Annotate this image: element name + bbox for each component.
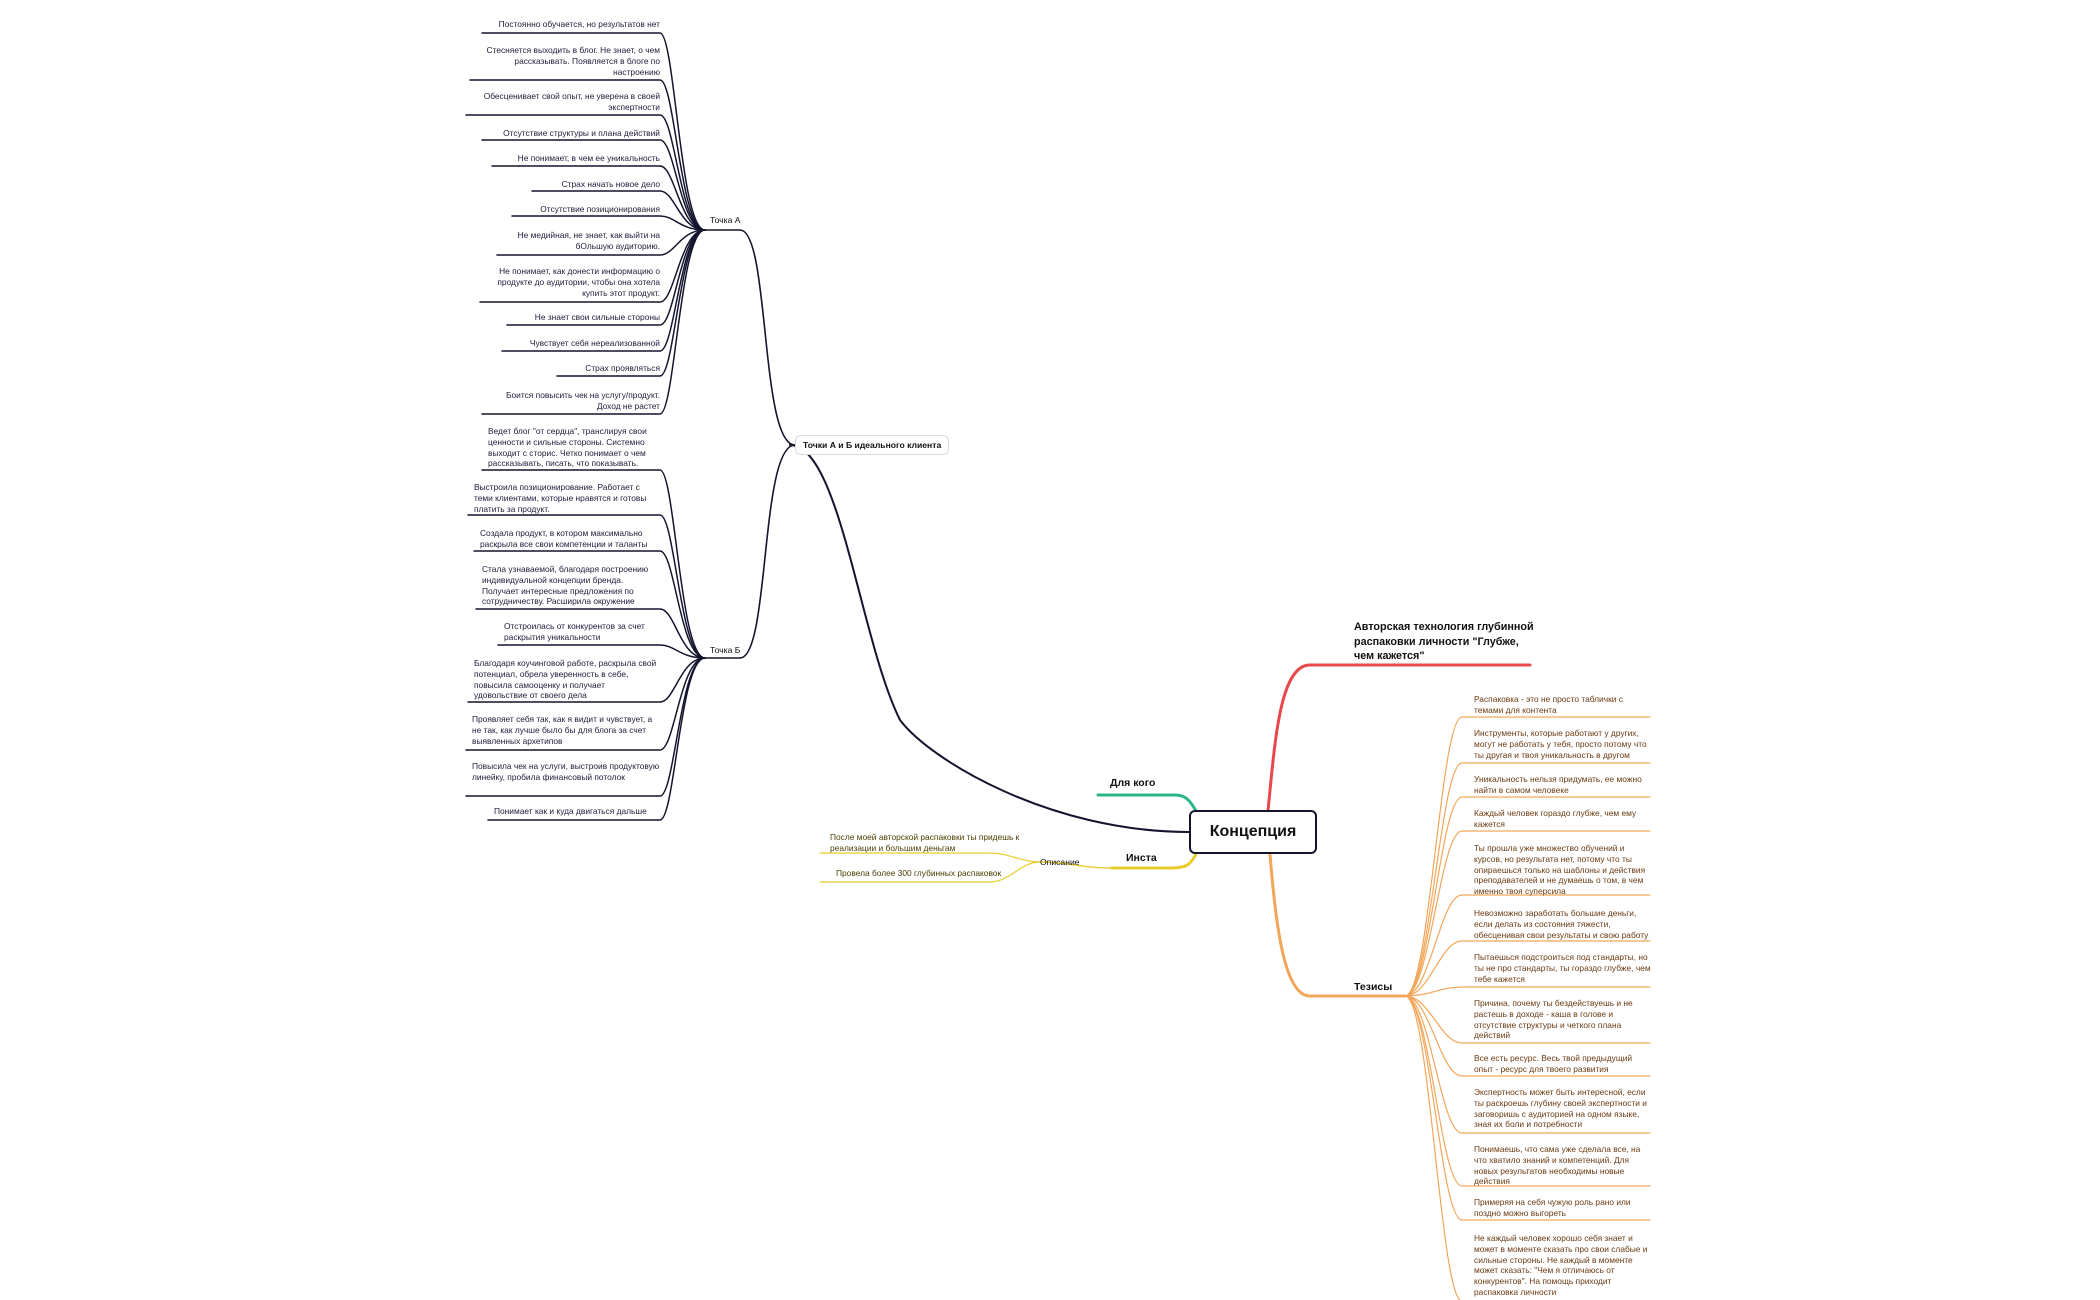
- insta-item[interactable]: Провела более 300 глубинных распаковок: [836, 868, 1002, 878]
- point-a-item[interactable]: Не понимает, в чем ее уникальность: [517, 153, 660, 163]
- point-b-item[interactable]: Ведет блог "от сердца", транслируя свои …: [488, 426, 647, 469]
- point-a-item[interactable]: Не знает свои сильные стороны: [534, 312, 660, 322]
- thesis-item[interactable]: Инструменты, которые работают у других, …: [1474, 728, 1647, 760]
- point-a-item[interactable]: Постоянно обучается, но результатов нет: [498, 19, 660, 29]
- link-thesis-12: [1404, 995, 1462, 1300]
- link-a-7: [496, 229, 706, 256]
- point-b-item[interactable]: Стала узнаваемой, благодаря построению и…: [482, 564, 649, 607]
- point-a-item[interactable]: Не медийная, не знает, как выйти на бОль…: [517, 230, 660, 251]
- point-a-item[interactable]: Обесценивает свой опыт, не уверена в сво…: [483, 91, 660, 112]
- point-a-item[interactable]: Страх начать новое дело: [561, 179, 660, 189]
- thesis-item[interactable]: Ты прошла уже множество обучений и курсо…: [1474, 843, 1646, 897]
- point-a-item[interactable]: Страх проявляться: [585, 363, 660, 373]
- link-points-a: [704, 229, 796, 446]
- thesis-item[interactable]: Экспертность может быть интересной, если…: [1474, 1087, 1647, 1130]
- link-theses: [1268, 852, 1407, 998]
- link-root-points: [789, 444, 1190, 833]
- thesis-item[interactable]: Не каждый человек хорошо себя знает и мо…: [1474, 1233, 1648, 1297]
- link-insta-1: [819, 861, 1041, 883]
- thesis-item[interactable]: Примеряя на себя чужую роль рано или поз…: [1474, 1197, 1631, 1218]
- branch-forwhom[interactable]: Для кого: [1110, 777, 1156, 789]
- thesis-item[interactable]: Распаковка - это не просто таблички с те…: [1474, 694, 1623, 715]
- link-forwhom: [1096, 793, 1198, 813]
- link-b-0: [481, 469, 706, 659]
- point-b-item[interactable]: Создала продукт, в котором максимально р…: [480, 528, 648, 549]
- link-thesis-11: [1404, 995, 1651, 1221]
- point-a-item[interactable]: Не понимает, как донести информацию о пр…: [497, 266, 660, 298]
- point-b-item[interactable]: Отстроилась от конкурентов за счет раскр…: [504, 621, 645, 642]
- insta-description[interactable]: Описание: [1040, 857, 1080, 867]
- point-a-item[interactable]: Боится повысить чек на услугу/продукт. Д…: [506, 390, 660, 411]
- link-a-12: [481, 229, 706, 415]
- point-a-item[interactable]: Отсутствие позиционирования: [540, 204, 660, 214]
- point-b-item[interactable]: Благодаря коучинговой работе, раскрыла с…: [474, 658, 657, 701]
- root-node[interactable]: Концепция: [1189, 810, 1317, 854]
- thesis-item[interactable]: Причина, почему ты бездействуешь и не ра…: [1474, 998, 1633, 1041]
- link-a-6: [511, 215, 706, 231]
- link-thesis-10: [1404, 995, 1651, 1187]
- link-thesis-5: [1404, 940, 1651, 997]
- link-a-3: [481, 139, 706, 231]
- link-points-b: [704, 444, 796, 659]
- link-a-2: [465, 114, 706, 231]
- link-a-0: [481, 32, 706, 231]
- link-a-11: [556, 229, 706, 377]
- link-b-1: [467, 514, 706, 659]
- link-thesis-3: [1404, 830, 1651, 997]
- branch-insta[interactable]: Инста: [1126, 852, 1157, 864]
- link-b-4: [497, 644, 706, 659]
- root-label: Концепция: [1209, 823, 1297, 840]
- branch-theses[interactable]: Тезисы: [1354, 981, 1393, 993]
- point-b-item[interactable]: Выстроила позиционирование. Работает с т…: [474, 482, 647, 514]
- point-a-label[interactable]: Точка А: [710, 215, 741, 225]
- link-a-1: [469, 79, 706, 231]
- link-thesis-6: [1404, 986, 1651, 997]
- link-b-5: [467, 657, 706, 703]
- point-a-item[interactable]: Чувствует себя нереализованной: [529, 338, 660, 348]
- link-b-6: [465, 657, 706, 751]
- thesis-item[interactable]: Уникальность нельзя придумать, ее можно …: [1474, 774, 1642, 795]
- link-thesis-2: [1404, 796, 1651, 997]
- thesis-item[interactable]: Понимаешь, что сама уже сделала все, на …: [1474, 1144, 1641, 1187]
- link-thesis-8: [1404, 995, 1651, 1077]
- link-insta-0: [819, 852, 1041, 863]
- link-a-5: [531, 190, 706, 231]
- link-insta-sub: [1039, 861, 1113, 869]
- link-thesis-4: [1404, 894, 1651, 997]
- link-b-8: [487, 657, 706, 821]
- thesis-item[interactable]: Невозможно заработать большие деньги, ес…: [1474, 908, 1649, 940]
- insta-item[interactable]: После моей авторской распаковки ты приде…: [830, 832, 1020, 853]
- point-a-item[interactable]: Отсутствие структуры и плана действий: [503, 128, 660, 138]
- branch-points[interactable]: Точки А и Б идеального клиента: [795, 435, 950, 455]
- link-thesis-1: [1404, 762, 1651, 997]
- point-a-item[interactable]: Стесняется выходить в блог. Не знает, о …: [486, 45, 660, 77]
- link-b-2: [473, 550, 706, 659]
- link-insta: [1110, 852, 1198, 870]
- branch-author[interactable]: Авторская технология глубинной распаковк…: [1354, 621, 1534, 662]
- link-thesis-9: [1404, 995, 1651, 1134]
- point-b-item[interactable]: Понимает как и куда двигаться дальше: [494, 806, 647, 816]
- link-a-4: [491, 165, 706, 231]
- link-thesis-7: [1404, 995, 1651, 1044]
- point-b-item[interactable]: Проявляет себя так, как я видит и чувств…: [472, 714, 653, 746]
- link-thesis-0: [1404, 716, 1651, 997]
- point-b-label[interactable]: Точка Б: [710, 645, 741, 655]
- link-b-3: [475, 608, 706, 659]
- link-author: [1266, 663, 1532, 813]
- point-b-item[interactable]: Повысила чек на услуги, выстроив продукт…: [472, 761, 660, 782]
- thesis-item[interactable]: Каждый человек гораздо глубже, чем ему к…: [1474, 808, 1637, 829]
- thesis-item[interactable]: Пытаешься подстроиться под стандарты, но…: [1474, 952, 1651, 984]
- thesis-item[interactable]: Все есть ресурс. Весь твой предыдущий оп…: [1474, 1053, 1633, 1074]
